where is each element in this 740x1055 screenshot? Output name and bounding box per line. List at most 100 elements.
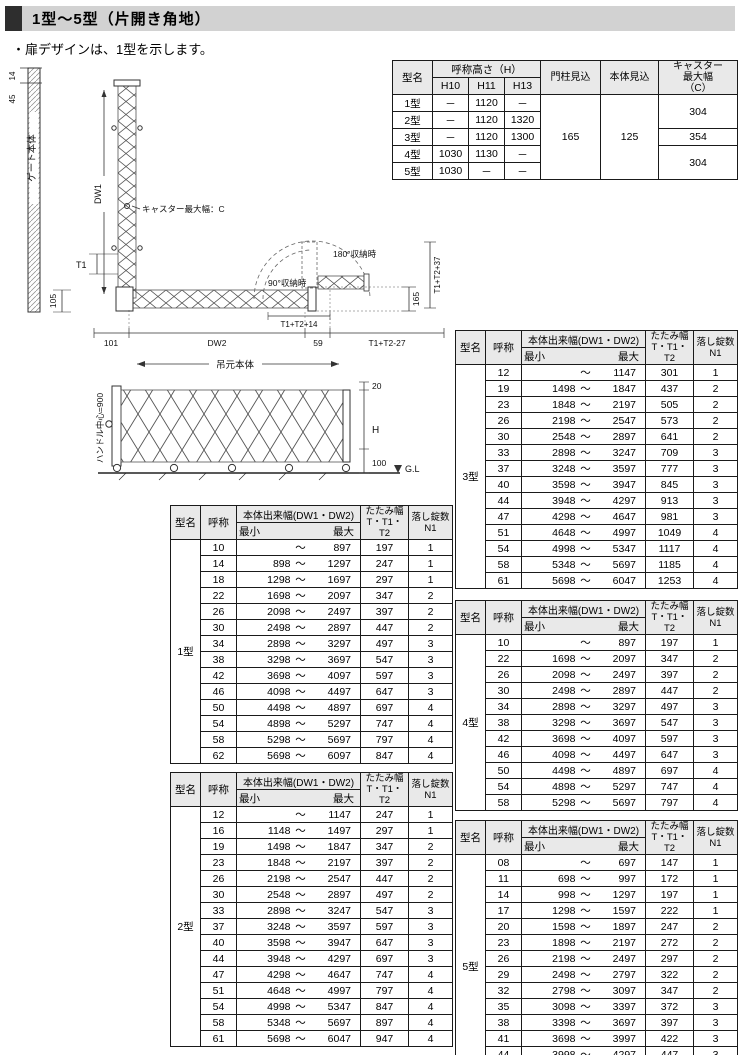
cell-max: 4497 — [593, 746, 646, 763]
cell-min: 2548 — [521, 428, 578, 445]
cell-min: 2898 — [521, 444, 578, 461]
col-tatami: たたみ幅 T・T1・T2 — [645, 820, 694, 855]
cell-tilde: ～ — [577, 746, 594, 763]
cell-min: 1698 — [236, 587, 293, 604]
cell-max: 1497 — [308, 822, 361, 839]
cell-n1: 4 — [693, 556, 738, 573]
cell-tatami: 247 — [360, 806, 409, 823]
spec-body-value: 125 — [600, 94, 660, 180]
size-header-row-1: 型名 呼称 本体出来幅(DW1・DW2) たたみ幅 T・T1・T2 落し錠数 N… — [455, 600, 738, 635]
height-dim-line — [359, 381, 369, 474]
cell-n1: 4 — [693, 524, 738, 541]
cell-min: 2548 — [236, 886, 293, 903]
cell-tatami: 1049 — [645, 524, 694, 541]
cell-sho: 22 — [200, 587, 237, 604]
cell-tilde: ～ — [292, 982, 309, 999]
col-min: 最小 — [236, 522, 293, 540]
cell-sho: 61 — [200, 1030, 237, 1047]
cell-tatami: 747 — [360, 715, 409, 732]
spec-h13: 1300 — [503, 128, 542, 146]
dim-105: 105 — [48, 294, 58, 308]
cell-min: 1698 — [521, 650, 578, 667]
spec-h11: － — [468, 162, 505, 180]
cell-tatami: 847 — [360, 747, 409, 764]
cell-sho: 38 — [485, 714, 522, 731]
cell-n1: 4 — [408, 699, 453, 716]
cell-max: 2897 — [308, 619, 361, 636]
cell-min: 4298 — [236, 966, 293, 983]
dim-dw2: DW2 — [208, 338, 227, 348]
cell-n1: 3 — [693, 444, 738, 461]
model-label: 2型 — [170, 806, 201, 1047]
cell-n1: 4 — [408, 1030, 453, 1047]
cell-min: 4998 — [236, 998, 293, 1015]
cell-max: 4997 — [593, 524, 646, 541]
cell-tilde: ～ — [577, 1014, 594, 1031]
col-min: 最小 — [521, 837, 578, 855]
spec-h10: － — [432, 111, 469, 129]
cell-sho: 14 — [485, 886, 522, 903]
col-lock: 落し錠数 N1 — [693, 330, 738, 365]
cell-tatami: 297 — [360, 822, 409, 839]
cell-n1: 1 — [408, 539, 453, 556]
col-max: 最大 — [593, 347, 646, 365]
spec-header-row-1: 型名 呼称高さ（H） 門柱見込 本体見込 キャスター 最大幅 （C） — [392, 60, 739, 95]
model-label: 3型 — [455, 364, 486, 589]
cell-tatami: 747 — [645, 778, 694, 795]
cell-min: 2498 — [521, 682, 578, 699]
cell-min: 5298 — [236, 731, 293, 748]
cell-n1: 2 — [693, 918, 738, 935]
wheel-icon — [341, 463, 351, 473]
cell-max: 4647 — [308, 966, 361, 983]
col-lock: 落し錠数 N1 — [693, 820, 738, 855]
cell-n1: 2 — [408, 870, 453, 887]
cell-tatami: 597 — [360, 667, 409, 684]
cell-max: 3697 — [593, 714, 646, 731]
cell-tatami: 447 — [645, 1046, 694, 1055]
cell-min — [521, 854, 578, 871]
cell-sho: 54 — [485, 778, 522, 795]
cell-max: 2897 — [593, 428, 646, 445]
cell-n1: 2 — [693, 412, 738, 429]
cell-max: 2097 — [593, 650, 646, 667]
cell-max: 4297 — [308, 950, 361, 967]
cell-tatami: 647 — [360, 934, 409, 951]
cell-tilde: ～ — [577, 934, 594, 951]
cell-tatami: 297 — [360, 571, 409, 588]
gl-marker-icon — [394, 465, 402, 473]
cell-min: 4098 — [521, 746, 578, 763]
cell-tatami: 747 — [360, 966, 409, 983]
cell-n1: 1 — [408, 822, 453, 839]
cell-max: 1847 — [308, 838, 361, 855]
col-width: 本体出来幅(DW1・DW2) — [521, 330, 646, 348]
cell-sho: 58 — [200, 731, 237, 748]
cell-sho: 34 — [485, 698, 522, 715]
cell-sho: 11 — [485, 870, 522, 887]
cell-max: 1147 — [593, 364, 646, 381]
col-minmax-gap — [577, 347, 594, 365]
cell-tilde: ～ — [577, 650, 594, 667]
cell-sho: 61 — [485, 572, 522, 589]
spec-h10: 1030 — [432, 145, 469, 163]
cell-sho: 12 — [485, 364, 522, 381]
cell-min: 2498 — [521, 966, 578, 983]
cell-min: 1498 — [521, 380, 578, 397]
cell-max: 2497 — [593, 666, 646, 683]
cell-sho: 38 — [200, 651, 237, 668]
cell-max: 6047 — [308, 1030, 361, 1047]
cell-n1: 4 — [408, 715, 453, 732]
cell-tatami: 845 — [645, 476, 694, 493]
cell-tilde: ～ — [292, 635, 309, 652]
cell-tilde: ～ — [577, 524, 594, 541]
col-lock: 落し錠数 N1 — [408, 505, 453, 540]
